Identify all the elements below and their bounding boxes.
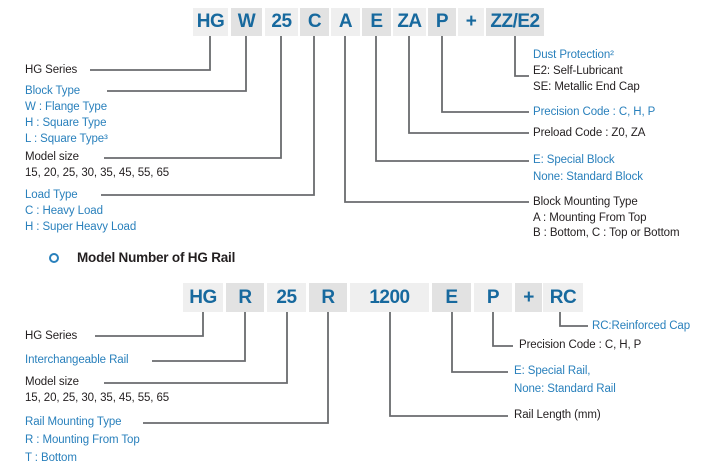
rail-section-title: Model Number of HG Rail xyxy=(77,250,236,265)
label-mounting-from-top: A : Mounting From Top xyxy=(533,212,647,224)
bullet-icon xyxy=(49,253,59,263)
connector-special-rail xyxy=(451,312,508,373)
code-segment-mounting: A xyxy=(331,8,360,36)
label-interchangeable-rail: Interchangeable Rail xyxy=(25,354,129,366)
label-standard-block: None: Standard Block xyxy=(533,171,643,183)
label-square-type: H : Square Type xyxy=(25,117,107,129)
code-segment-rail-precision: P xyxy=(474,283,512,312)
connector-block-precision-code xyxy=(441,36,529,113)
code-segment-series: HG xyxy=(193,8,228,36)
code-segment-reinforced-cap: RC xyxy=(543,283,583,312)
code-segment-load-type: C xyxy=(300,8,329,36)
label-rail-length: Rail Length (mm) xyxy=(514,409,601,421)
label-block-type: Block Type xyxy=(25,85,81,97)
label-flange-type: W : Flange Type xyxy=(25,101,108,113)
connector-block-mounting-type xyxy=(344,36,529,203)
label-block-mounting-type: Block Mounting Type xyxy=(533,196,638,208)
label-rail-mount-bottom: T : Bottom xyxy=(25,452,77,464)
code-segment-block-type: W xyxy=(231,8,262,36)
label-block-sizes: 15, 20, 25, 30, 35, 45, 55, 65 xyxy=(25,167,170,179)
label-self-lubricant: E2: Self-Lubricant xyxy=(533,65,623,77)
connector-rail-mounting-type xyxy=(143,312,329,424)
label-block-precision: Precision Code : C, H, P xyxy=(533,106,656,118)
label-metallic-end-cap: SE: Metallic End Cap xyxy=(533,81,640,93)
code-segment-precision: P xyxy=(428,8,456,36)
code-segment-interchange: R xyxy=(226,283,264,312)
label-special-block: E: Special Block xyxy=(533,154,615,166)
connector-rail-length xyxy=(389,312,508,417)
code-segment-rail-series: HG xyxy=(183,283,223,312)
connector-block-model-size xyxy=(104,36,282,159)
code-segment-special: E xyxy=(362,8,391,36)
label-preload-code: Preload Code : Z0, ZA xyxy=(533,127,646,139)
label-standard-rail: None: Standard Rail xyxy=(514,383,616,395)
connector-block-hg-series xyxy=(90,36,211,71)
code-segment-model-size: 25 xyxy=(265,8,298,36)
label-block-hg-series: HG Series xyxy=(25,64,78,76)
label-square-type-3: L : Square Type³ xyxy=(25,133,108,145)
connector-block-type xyxy=(107,36,247,92)
label-heavy-load: C : Heavy Load xyxy=(25,205,103,217)
label-super-heavy-load: H : Super Heavy Load xyxy=(25,221,137,233)
code-segment-dust: ZZ/E2 xyxy=(486,8,544,36)
label-rail-mount-top: R : Mounting From Top xyxy=(25,434,140,446)
code-segment-plus: + xyxy=(458,8,484,36)
connector-preload-code xyxy=(408,36,529,134)
label-dust-protection: Dust Protection² xyxy=(533,49,614,61)
connector-dust-protection xyxy=(514,36,529,77)
label-bottom-top-bottom: B : Bottom, C : Top or Bottom xyxy=(533,227,680,239)
label-reinforced-cap: RC:Reinforced Cap xyxy=(592,320,691,332)
label-special-rail: E: Special Rail, xyxy=(514,365,591,377)
label-rail-precision: Precision Code : C, H, P xyxy=(519,339,642,351)
label-rail-sizes: 15, 20, 25, 30, 35, 45, 55, 65 xyxy=(25,392,170,404)
connector-special-block xyxy=(375,36,529,162)
code-segment-rail-mounting: R xyxy=(309,283,347,312)
code-segment-rail-special: E xyxy=(432,283,471,312)
label-rail-model-size: Model size xyxy=(25,376,79,388)
code-segment-preload: ZA xyxy=(393,8,426,36)
connector-rail-precision-code xyxy=(492,312,513,347)
label-block-model-size: Model size xyxy=(25,151,79,163)
connector-interchangeable-rail xyxy=(152,312,246,362)
code-segment-rail-length: 1200 xyxy=(350,283,429,312)
label-rail-mounting-type: Rail Mounting Type xyxy=(25,416,122,428)
code-segment-rail-plus: + xyxy=(515,283,542,312)
connector-rail-model-size xyxy=(104,312,288,384)
label-rail-hg-series: HG Series xyxy=(25,330,78,342)
code-segment-rail-size: 25 xyxy=(267,283,306,312)
label-load-type: Load Type xyxy=(25,189,78,201)
connector-rail-hg-series xyxy=(95,312,204,337)
connector-reinforced-cap xyxy=(559,312,588,327)
